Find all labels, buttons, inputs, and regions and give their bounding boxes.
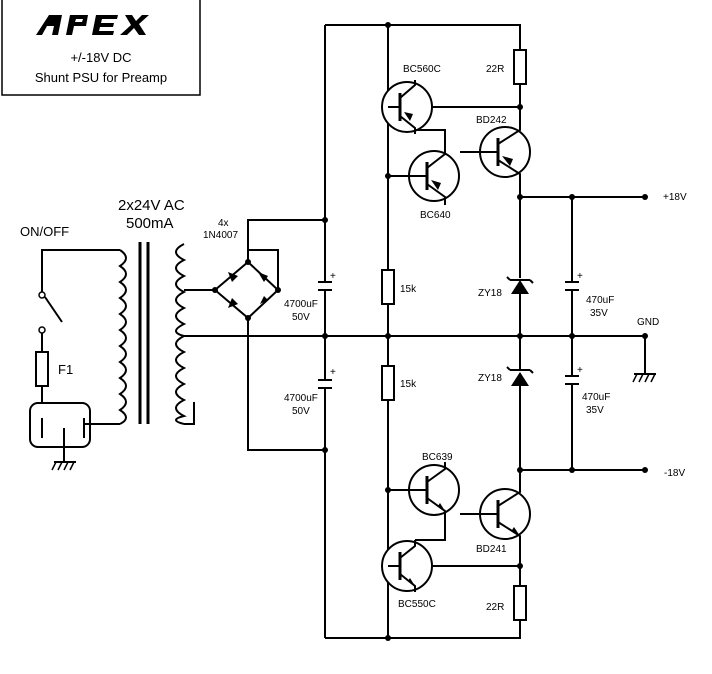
transistor-q5: BD241 <box>460 470 531 564</box>
title-block: +/-18V DC Shunt PSU for Preamp <box>1 0 201 96</box>
out-cap-bottom-plus: + <box>577 365 583 376</box>
transformer-label-1: 2x24V AC <box>118 197 185 214</box>
resistor-22r-top <box>513 49 527 85</box>
fuse-label: F1 <box>58 362 73 377</box>
switch-label: ON/OFF <box>20 224 69 239</box>
cap1-value: 4700uF <box>284 299 318 310</box>
transformer-label-2: 500mA <box>126 215 174 232</box>
q2-label: BD242 <box>476 115 507 126</box>
out-cap-top-plus: + <box>577 271 583 282</box>
bridge-label-2: 1N4007 <box>203 230 238 241</box>
out-cap-top: + 470uF 35V <box>565 197 614 336</box>
transistor-q1: BC560C <box>381 64 441 134</box>
earth-ground-icon <box>51 461 76 471</box>
mains-section: ON/OFF F1 <box>20 224 120 471</box>
res-15k-bottom-label: 15k <box>400 379 417 390</box>
zener-bottom: ZY18 <box>478 336 534 470</box>
title-line-2: Shunt PSU for Preamp <box>35 70 167 85</box>
transistor-q3: BC640 <box>388 129 460 221</box>
q5-label: BD241 <box>476 544 507 555</box>
out-cap-bottom: + 470uF 35V <box>565 336 610 470</box>
transistor-q2: BD242 <box>460 107 531 197</box>
q6-label: BC550C <box>398 599 436 610</box>
q4-label: BC639 <box>422 452 453 463</box>
resistor-15k-top <box>381 269 395 305</box>
zener-top-label: ZY18 <box>478 288 502 299</box>
cap2-voltage: 50V <box>292 406 310 417</box>
cap2-value: 4700uF <box>284 393 318 404</box>
main-capacitors: + 4700uF 50V + 4700uF 50V <box>284 25 336 638</box>
shunt-bus: 15k 15k <box>381 22 417 641</box>
out-cap-top-value: 470uF <box>586 295 614 306</box>
pos-rail-label: +18V <box>663 192 687 203</box>
transistor-q6: BC550C <box>381 540 436 610</box>
cap2-plus: + <box>330 367 336 378</box>
out-cap-top-voltage: 35V <box>590 308 608 319</box>
cap1-plus: + <box>330 271 336 282</box>
title-line-1: +/-18V DC <box>70 50 131 65</box>
ground-icon <box>632 336 656 383</box>
mains-plug <box>29 402 91 448</box>
out-cap-bottom-value: 470uF <box>582 392 610 403</box>
zener-bottom-label: ZY18 <box>478 373 502 384</box>
resistor-22r-bottom <box>513 585 527 621</box>
zener-top: ZY18 <box>478 197 534 336</box>
neg-rail-label: -18V <box>664 468 685 479</box>
res-22r-top-label: 22R <box>486 64 504 75</box>
bridge-rectifier: 4x 1N4007 <box>184 218 325 451</box>
q1-label: BC560C <box>403 64 441 75</box>
cap1-voltage: 50V <box>292 312 310 323</box>
res-22r-bottom-label: 22R <box>486 602 504 613</box>
gnd-label: GND <box>637 317 659 328</box>
resistor-15k-bottom <box>381 365 395 401</box>
transistor-q4: BC639 <box>388 452 460 541</box>
out-cap-bottom-voltage: 35V <box>586 405 604 416</box>
q3-label: BC640 <box>420 210 451 221</box>
fuse <box>35 351 49 387</box>
bridge-label-1: 4x <box>218 218 229 229</box>
res-15k-top-label: 15k <box>400 284 417 295</box>
apex-logo <box>36 15 149 35</box>
